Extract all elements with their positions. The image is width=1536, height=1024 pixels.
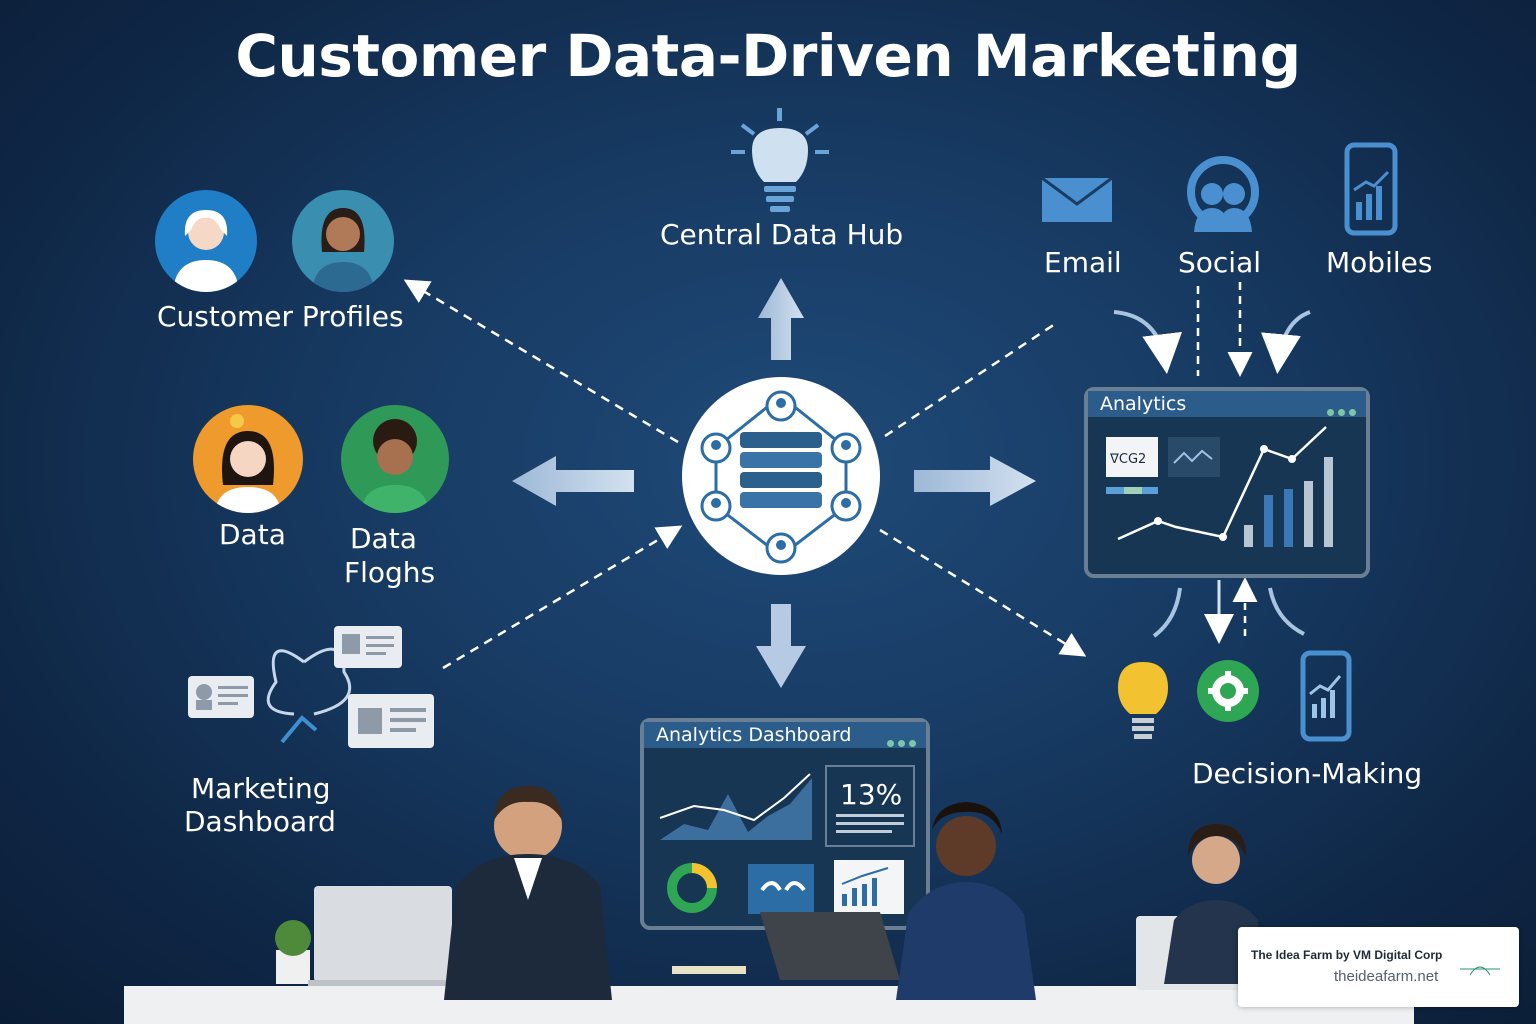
desk	[124, 986, 1414, 1024]
arrow-down	[756, 604, 806, 688]
analytics-panel: Analytics ᐁCG2	[1084, 387, 1370, 578]
analytics-panel-title: Analytics	[1100, 393, 1187, 415]
label-mobiles: Mobiles	[1326, 246, 1433, 279]
label-marketing-2: Dashboard	[184, 805, 336, 838]
mobile-chart-icon	[1300, 650, 1352, 742]
label-decision-making: Decision-Making	[1192, 757, 1423, 790]
label-data: Data	[219, 518, 286, 551]
analytics-chart: ᐁCG2	[1106, 426, 1333, 547]
arrow-up	[758, 278, 804, 360]
label-social: Social	[1178, 246, 1262, 279]
avatar	[341, 405, 449, 513]
dashboard-panel-title: Analytics Dashboard	[656, 724, 852, 746]
brand-url[interactable]: theideafarm.net	[1334, 968, 1439, 985]
mobile-chart-icon	[1344, 142, 1398, 236]
database-network-icon	[740, 432, 822, 508]
hub-label: Central Data Hub	[660, 218, 904, 251]
label-marketing-1: Marketing	[191, 772, 331, 805]
page-title: Customer Data-Driven Marketing	[235, 22, 1301, 90]
gear-icon	[1197, 660, 1259, 722]
label-customer-profiles: Customer Profiles	[157, 300, 404, 333]
analytics-icon-text: ᐁCG2	[1110, 452, 1146, 467]
avatar	[292, 190, 394, 292]
label-data-flows-1: Data	[350, 522, 417, 555]
meeting-people	[275, 786, 1260, 1000]
arrow-left	[512, 456, 634, 506]
lightbulb-icon	[731, 108, 829, 212]
connector-to-channels	[884, 320, 1059, 438]
dashboard-stat: 13%	[840, 778, 902, 811]
central-hub	[682, 377, 880, 575]
envelope-icon	[1041, 176, 1113, 222]
label-email: Email	[1044, 246, 1122, 279]
connector-to-profiles	[403, 279, 679, 444]
connector-to-decision	[879, 528, 1087, 657]
arrow-right	[914, 456, 1036, 506]
brand-card: The Idea Farm by VM Digital Corp theidea…	[1238, 927, 1519, 1007]
connector-from-marketing	[442, 525, 683, 670]
avatar	[155, 190, 257, 292]
brand-name: The Idea Farm by VM Digital Corp	[1251, 948, 1443, 962]
label-data-flows-2: Floghs	[344, 556, 436, 589]
lightbulb-icon	[1118, 662, 1168, 739]
dashboard-charts: 13%	[659, 765, 915, 914]
social-users-icon	[1187, 156, 1259, 232]
chat-bubble-icon	[188, 626, 434, 748]
brand-logo	[1456, 957, 1504, 979]
avatar	[193, 405, 303, 513]
analytics-dashboard-panel: Analytics Dashboard 13%	[640, 718, 930, 930]
